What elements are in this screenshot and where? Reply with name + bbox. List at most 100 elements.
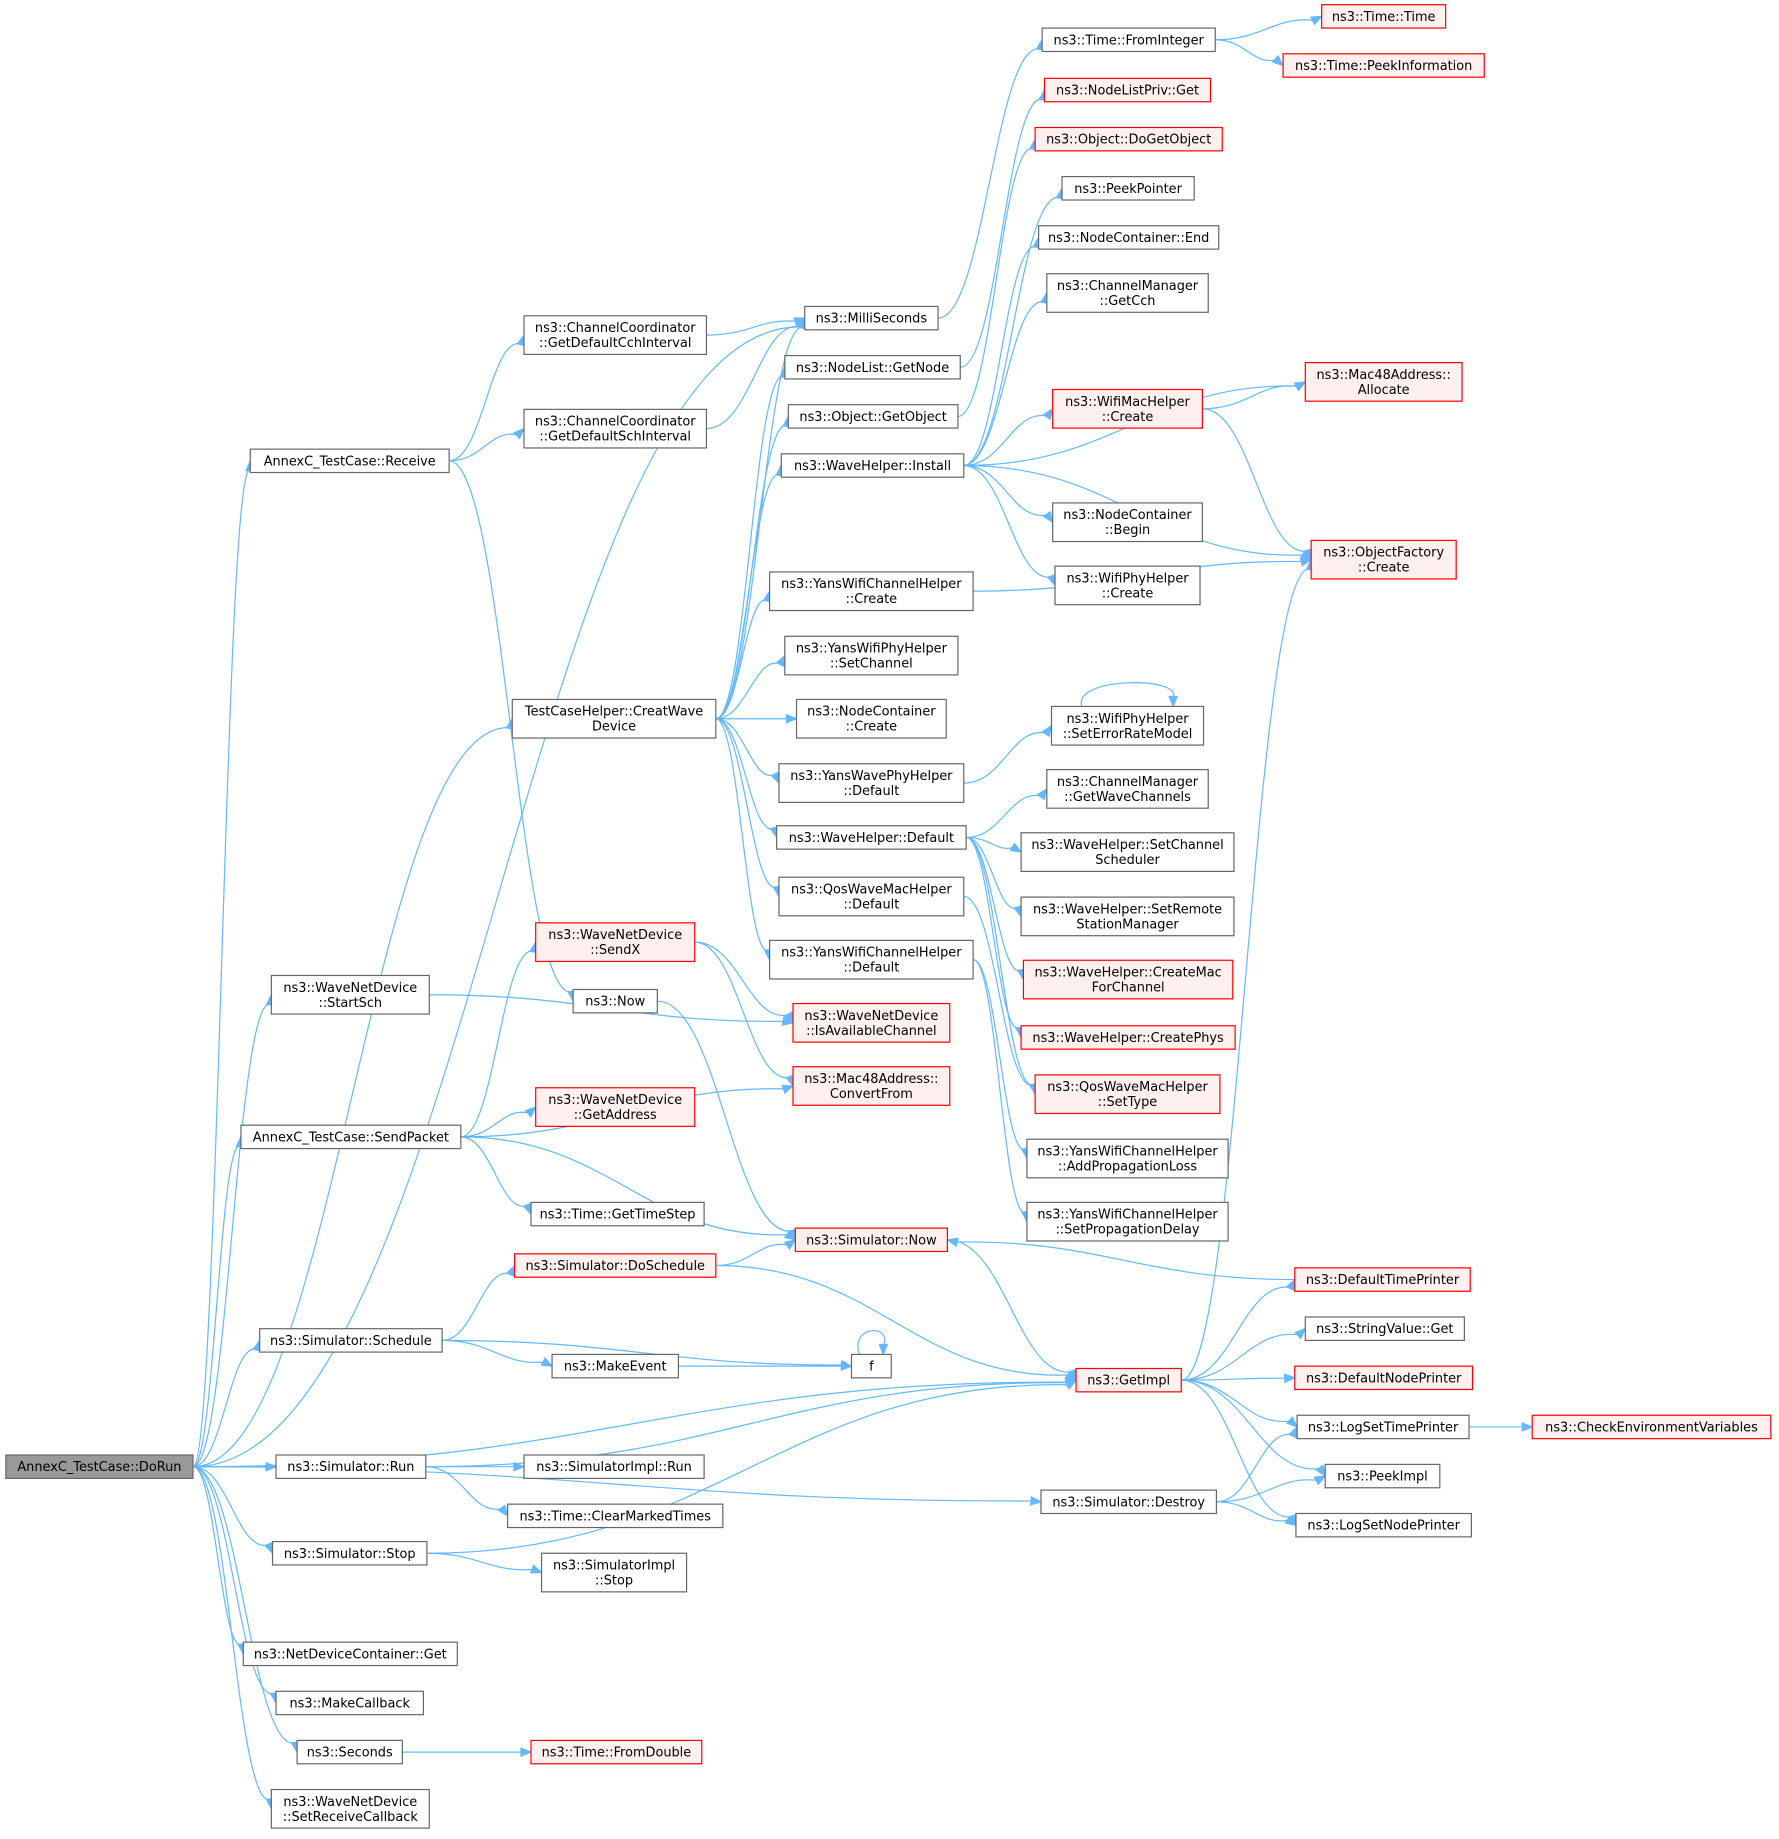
node-waveInstall[interactable]: ns3::WaveHelper::Install <box>780 453 965 478</box>
node-logSetNodePrinter[interactable]: ns3::LogSetNodePrinter <box>1295 1512 1472 1538</box>
node-label: ns3::Simulator::Run <box>287 1460 414 1475</box>
node-now[interactable]: ns3::Now <box>572 988 658 1014</box>
edge-waveInstall-to-wifiPhyCreate <box>963 464 1057 587</box>
node-label: ::SetPropagationDelay <box>1055 1223 1199 1238</box>
node-checkEnv[interactable]: ns3::CheckEnvironmentVariables <box>1531 1414 1772 1440</box>
node-implRun[interactable]: ns3::SimulatorImpl::Run <box>523 1454 705 1480</box>
node-logSetTimePrinter[interactable]: ns3::LogSetTimePrinter <box>1296 1414 1470 1440</box>
node-defTimePrinter[interactable]: ns3::DefaultTimePrinter <box>1294 1267 1471 1292</box>
node-doSchedule[interactable]: ns3::Simulator::DoSchedule <box>514 1253 717 1278</box>
node-box <box>1304 361 1463 402</box>
node-sendX[interactable]: ns3::WaveNetDevice::SendX <box>535 922 696 963</box>
edge-wifiMacCreate-to-macAllocate <box>1202 381 1307 410</box>
node-makeCallback[interactable]: ns3::MakeCallback <box>275 1690 425 1716</box>
node-simDestroy[interactable]: ns3::Simulator::Destroy <box>1040 1489 1218 1515</box>
node-box <box>792 1066 951 1106</box>
node-peekInfo[interactable]: ns3::Time::PeekInformation <box>1282 53 1485 78</box>
node-label: ns3::YansWifiChannelHelper <box>781 577 962 592</box>
node-defNodePrinter[interactable]: ns3::DefaultNodePrinter <box>1294 1365 1474 1391</box>
node-simStop[interactable]: ns3::Simulator::Stop <box>271 1540 428 1566</box>
node-setRecvCb[interactable]: ns3::WaveNetDevice::SetReceiveCallback <box>270 1788 430 1829</box>
node-label: ns3::GetImpl <box>1087 1374 1170 1389</box>
node-startSch[interactable]: ns3::WaveNetDevice::StartSch <box>270 974 430 1015</box>
node-schedule[interactable]: ns3::Simulator::Schedule <box>259 1328 443 1353</box>
node-ndcGet[interactable]: ns3::NetDeviceContainer::Get <box>242 1641 458 1667</box>
node-nodeListPrivGet[interactable]: ns3::NodeListPriv::Get <box>1043 77 1212 103</box>
node-receive[interactable]: AnnexC_TestCase::Receive <box>249 448 450 474</box>
node-wifiMacCreate[interactable]: ns3::WifiMacHelper::Create <box>1052 388 1203 429</box>
node-peekImpl[interactable]: ns3::PeekImpl <box>1324 1463 1441 1489</box>
node-yansPhySetCh[interactable]: ns3::YansWifiPhyHelper::SetChannel <box>784 635 959 676</box>
node-waveDefault[interactable]: ns3::WaveHelper::Default <box>776 825 967 850</box>
node-nodeListGetNode[interactable]: ns3::NodeList::GetNode <box>784 354 961 380</box>
node-implStop[interactable]: ns3::SimulatorImpl::Stop <box>540 1552 688 1593</box>
node-ncCreate[interactable]: ns3::NodeContainer::Create <box>795 698 947 739</box>
node-label: ns3::Mac48Address:: <box>1317 368 1451 383</box>
node-doRun[interactable]: AnnexC_TestCase::DoRun <box>5 1454 194 1480</box>
node-ncEnd[interactable]: ns3::NodeContainer::End <box>1038 225 1220 250</box>
node-yansWavePhyDef[interactable]: ns3::YansWavePhyHelper::Default <box>778 763 965 803</box>
node-fromInteger[interactable]: ns3::Time::FromInteger <box>1041 27 1216 53</box>
node-sendPacket[interactable]: AnnexC_TestCase::SendPacket <box>240 1124 462 1150</box>
node-box <box>523 315 708 355</box>
node-addPropLoss[interactable]: ns3::YansWifiChannelHelper::AddPropagati… <box>1026 1138 1229 1179</box>
node-getImpl[interactable]: ns3::GetImpl <box>1075 1367 1182 1393</box>
node-box <box>572 988 658 1014</box>
node-seconds[interactable]: ns3::Seconds <box>296 1739 403 1765</box>
node-isAvailCh[interactable]: ns3::WaveNetDevice::IsAvailableChannel <box>792 1002 951 1043</box>
node-label: ConvertFrom <box>830 1087 913 1102</box>
node-f[interactable]: f <box>850 1353 892 1379</box>
node-box <box>804 305 939 331</box>
node-label: ns3::NetDeviceContainer::Get <box>254 1647 447 1662</box>
node-objFactCreate[interactable]: ns3::ObjectFactory::Create <box>1310 539 1457 580</box>
node-yansChDef[interactable]: ns3::YansWifiChannelHelper::Default <box>769 939 974 980</box>
node-label: ns3::QosWaveMacHelper <box>1047 1080 1208 1095</box>
node-qosSetType[interactable]: ns3::QosWaveMacHelper::SetType <box>1034 1074 1221 1115</box>
node-label: ns3::YansWifiChannelHelper <box>781 946 962 961</box>
node-label: ns3::WaveNetDevice <box>283 1795 417 1810</box>
node-wifiPhyCreate[interactable]: ns3::WifiPhyHelper::Create <box>1054 565 1201 606</box>
node-getWaveCh[interactable]: ns3::ChannelManager::GetWaveChannels <box>1046 769 1209 809</box>
node-makeEvent[interactable]: ns3::MakeEvent <box>551 1353 679 1379</box>
node-millis[interactable]: ns3::MilliSeconds <box>804 305 939 331</box>
node-fromDouble[interactable]: ns3::Time::FromDouble <box>530 1739 703 1765</box>
node-label: ns3::SimulatorImpl::Run <box>536 1460 692 1475</box>
node-peekPointer[interactable]: ns3::PeekPointer <box>1061 176 1195 201</box>
node-stringValueGet[interactable]: ns3::StringValue::Get <box>1304 1316 1465 1341</box>
node-ncBegin[interactable]: ns3::NodeContainer::Begin <box>1052 502 1203 543</box>
edge-doRun-to-ndcGet <box>192 1466 247 1656</box>
node-simRun[interactable]: ns3::Simulator::Run <box>275 1454 427 1480</box>
node-objGetObject[interactable]: ns3::Object::GetObject <box>787 404 959 429</box>
node-box <box>296 1739 403 1765</box>
node-box <box>551 1353 679 1379</box>
node-label: ::StartSch <box>318 996 382 1011</box>
node-label: ns3::Object::DoGetObject <box>1046 133 1211 148</box>
node-label: ::GetDefaultSchInterval <box>539 430 691 445</box>
node-label: ns3::Simulator::Stop <box>284 1547 416 1562</box>
node-box <box>1043 77 1212 103</box>
node-label: ns3::DefaultNodePrinter <box>1306 1371 1462 1386</box>
node-simNow[interactable]: ns3::Simulator::Now <box>794 1227 948 1253</box>
node-macConvert[interactable]: ns3::Mac48Address::ConvertFrom <box>792 1066 951 1106</box>
node-yansChCreate[interactable]: ns3::YansWifiChannelHelper::Create <box>769 571 974 612</box>
node-defSch[interactable]: ns3::ChannelCoordinator::GetDefaultSchIn… <box>523 408 708 449</box>
node-qosWaveMacDef[interactable]: ns3::QosWaveMacHelper::Default <box>778 876 965 917</box>
node-label: ns3::Time::PeekInformation <box>1295 59 1472 74</box>
node-chMgrGetCch[interactable]: ns3::ChannelManager::GetCch <box>1046 273 1209 313</box>
node-macAllocate[interactable]: ns3::Mac48Address::Allocate <box>1304 361 1463 402</box>
node-defCch[interactable]: ns3::ChannelCoordinator::GetDefaultCchIn… <box>523 315 708 355</box>
node-clearMarked[interactable]: ns3::Time::ClearMarkedTimes <box>507 1503 724 1529</box>
node-label: ns3::PeekImpl <box>1337 1470 1428 1485</box>
node-objDoGetObject[interactable]: ns3::Object::DoGetObject <box>1034 126 1223 152</box>
node-timeTime[interactable]: ns3::Time::Time <box>1321 4 1447 29</box>
node-label: ns3::Simulator::Destroy <box>1052 1495 1205 1510</box>
node-createPhys[interactable]: ns3::WaveHelper::CreatePhys <box>1020 1025 1236 1050</box>
node-getTimeStep[interactable]: ns3::Time::GetTimeStep <box>530 1201 705 1227</box>
node-setErrRate[interactable]: ns3::WifiPhyHelper::SetErrorRateModel <box>1050 705 1205 746</box>
node-getAddress[interactable]: ns3::WaveNetDevice::GetAddress <box>535 1087 696 1127</box>
node-setPropDelay[interactable]: ns3::YansWifiChannelHelper::SetPropagati… <box>1026 1201 1229 1242</box>
